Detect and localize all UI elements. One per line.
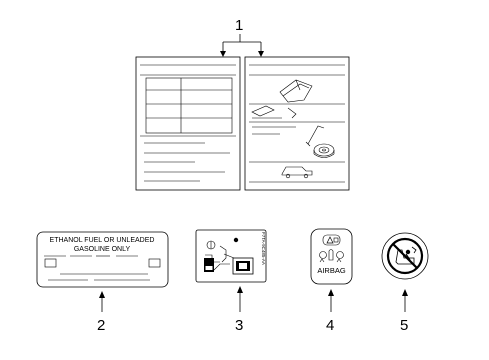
child-seat-label-outer (381, 232, 429, 280)
callout-4: 4 (326, 289, 334, 334)
fuel-label: ETHANOL FUEL OR UNLEADED GASOLINE ONLY (36, 231, 169, 288)
airbag-label-text: AIRBAG (317, 266, 346, 275)
arrow-head (237, 286, 243, 293)
airbag-warning-icon (319, 234, 344, 263)
fuel-label-box-right (148, 258, 161, 268)
airbag-label-border (310, 228, 353, 285)
emission-label-border (195, 229, 267, 283)
fuel-label-border (36, 231, 169, 288)
callout-1: 1 (220, 17, 264, 57)
placard-table (145, 77, 233, 134)
placard-left-border (135, 56, 241, 191)
vehicle-icon (281, 166, 313, 179)
emission-label: F7TA-9C485-AA (195, 229, 267, 283)
tire-inflator-icon (313, 143, 335, 158)
callout-3: 3 (235, 286, 243, 334)
engine-diagram-icon (204, 237, 254, 275)
placard-right-border (244, 56, 350, 191)
callout-4-number: 4 (326, 317, 334, 334)
callout-2-number: 2 (97, 317, 105, 334)
placard-right (244, 56, 350, 191)
placard-left (135, 56, 241, 191)
emission-label-code: F7TA-9C485-AA (261, 232, 266, 265)
fuel-label-line2: GASOLINE ONLY (74, 246, 131, 253)
arrow-head (258, 51, 264, 57)
fuel-label-line1: ETHANOL FUEL OR UNLEADED (50, 237, 155, 244)
callout-5: 5 (400, 289, 408, 334)
callout-5-number: 5 (400, 317, 408, 334)
jack-kit-icon (279, 79, 313, 103)
prohibition-slash (392, 243, 418, 269)
lug-wrench-icon (305, 125, 325, 147)
callout-3-number: 3 (235, 317, 243, 334)
callout-2: 2 (97, 291, 105, 334)
fuel-label-box-left (44, 258, 57, 268)
jack-handle-icon (251, 105, 297, 119)
arrow-head (402, 289, 408, 296)
arrow-head (99, 291, 105, 298)
airbag-label: AIRBAG (310, 228, 353, 285)
child-seat-warning-label (381, 232, 429, 280)
callout-1-number: 1 (235, 17, 243, 34)
arrow-head (328, 289, 334, 296)
arrow-head (220, 51, 226, 57)
prohibition-ring (386, 237, 424, 275)
